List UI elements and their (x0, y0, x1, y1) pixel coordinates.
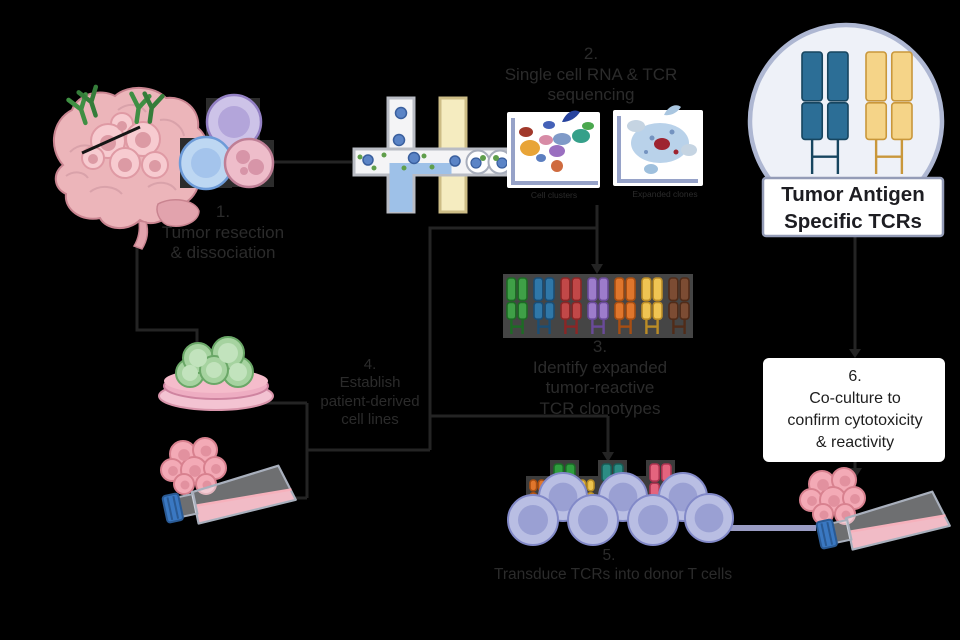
label-line: Identify expanded (532, 357, 668, 377)
step4-label: 4. Establish patient-derived cell lines (314, 356, 426, 429)
tcr-icon-purple (587, 277, 609, 334)
label-line: tumor-reactive (545, 378, 655, 398)
petri-dish (158, 336, 274, 411)
tcr-icon-brown (668, 277, 690, 334)
result-circle-tcrs (801, 51, 913, 174)
step2-label: 2. Single cell RNA & TCR sequencing (478, 44, 704, 106)
step1-label: 1. Tumor resection & dissociation (138, 202, 308, 264)
tcr-icon-gold (641, 277, 663, 334)
tcr-icon-teal (801, 51, 849, 174)
step-number: 2. (583, 44, 599, 63)
cerebellum (156, 199, 200, 227)
label-line: TCR clonotypes (539, 399, 661, 419)
connector-spine (428, 205, 599, 450)
t-cell (684, 493, 734, 543)
step3-label: 3. Identify expanded tumor-reactive TCR … (502, 337, 698, 420)
culture-flask (161, 464, 297, 525)
step5-label: 5. Transduce TCRs into donor T cells (494, 547, 733, 585)
arrowhead-clonotypes (591, 264, 603, 274)
umap-plot-expanded-clones (613, 105, 703, 186)
step-number: 1. (215, 202, 231, 221)
step-number: 3. (592, 337, 608, 356)
umap-plot-clusters (507, 110, 600, 188)
connector-brain-to-dish (135, 244, 199, 349)
arrowhead-tcells (602, 452, 614, 462)
step-number: 6. (848, 368, 862, 385)
arrowhead-box6 (849, 349, 861, 358)
t-cell (627, 494, 679, 546)
label-line: Tumor Antigen (781, 183, 925, 206)
step-number: 4. (363, 356, 377, 373)
result-badge-text: Tumor Antigen Specific TCRs (766, 182, 940, 235)
chip-cells (362, 106, 461, 167)
label-line: sequencing (547, 85, 635, 105)
brain-illustration (52, 84, 209, 250)
result-badge-box (761, 176, 945, 238)
lymphocyte-blue (178, 135, 234, 191)
tcr-icon-orange (614, 277, 636, 334)
tumor-callout-line (81, 125, 141, 155)
tcr-icon-gold (865, 51, 913, 174)
tumor-cell-cluster (160, 437, 227, 495)
tcr-icon-blue (533, 277, 555, 334)
antibody-icon (66, 84, 165, 126)
dissociated-cells (178, 93, 275, 191)
label-line: Establish (339, 374, 401, 392)
monocyte-pink (223, 137, 275, 189)
microfluidic-chip (352, 96, 513, 214)
t-cell (567, 494, 619, 546)
label-line: Transduce TCRs into donor T cells (494, 565, 733, 583)
label-line: confirm cytotoxicity (787, 412, 923, 430)
umap-axes (617, 116, 698, 183)
culture-flask (815, 490, 951, 551)
label-line: & reactivity (815, 434, 895, 452)
tcr-icon-red (560, 277, 582, 334)
chip-beads (357, 152, 435, 171)
transduced-t-cells (507, 460, 734, 546)
coculture-box (763, 358, 945, 462)
tcr-icon-green (506, 277, 528, 334)
label-line: Co-culture to (809, 390, 901, 408)
label-line: cell lines (341, 410, 399, 428)
label-line: Specific TCRs (784, 209, 922, 233)
brain-stem (132, 220, 149, 250)
t-cell (507, 494, 559, 546)
lymphocyte-purple (205, 93, 263, 151)
label-line: Single cell RNA & TCR (504, 64, 678, 84)
umap-axes (511, 118, 598, 185)
umap-left-caption: Cell clusters (530, 190, 578, 200)
step-number: 5. (602, 547, 616, 564)
tcr-clonotype-row (503, 274, 693, 338)
step6-label: 6. Co-culture to confirm cytotoxicity & … (764, 366, 946, 454)
label-line: & dissociation (170, 243, 276, 263)
label-line: Tumor resection (161, 222, 285, 242)
connector-to-tcells (430, 414, 610, 452)
waste-channel (389, 163, 452, 174)
umap-right-caption: Expanded clones (632, 189, 698, 199)
label-line: patient-derived (320, 392, 420, 410)
